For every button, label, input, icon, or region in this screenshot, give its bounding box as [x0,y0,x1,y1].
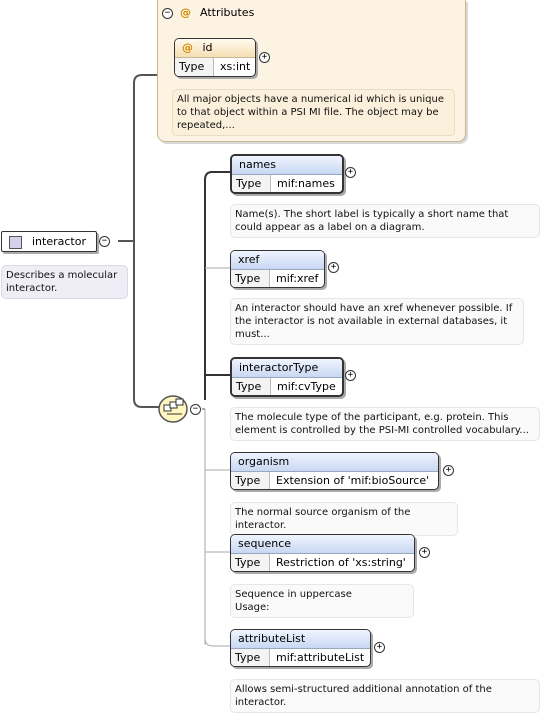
element-sequence-type-label: Type [231,554,270,571]
root-doc: Describes a molecular interactor. [1,265,128,299]
collapse-sequence-icon[interactable]: − [190,404,201,415]
attribute-id-name: id [202,41,213,54]
element-sequence-doc: Sequence in uppercase Usage: [230,584,414,618]
element-names-label: names [239,158,276,171]
element-interactortype-type-label: Type [232,378,271,395]
expand-xref-icon[interactable]: + [328,262,339,273]
element-organism-type: Extension of 'mif:bioSource' [276,474,430,487]
sequence-compositor-icon[interactable] [158,395,188,423]
element-xref-doc: An interactor should have an xref whenev… [230,298,524,345]
expand-names-icon[interactable]: + [345,167,356,178]
element-sequence[interactable]: sequence Type Restriction of 'xs:string' [230,534,415,572]
root-name: interactor [32,235,86,248]
attribute-id-type-label: Type [175,58,214,76]
attribute-id-type: xs:int [220,60,251,73]
element-xref-type-label: Type [231,270,270,287]
expand-sequence-icon[interactable]: + [419,547,430,558]
element-xref-label: xref [238,253,260,266]
attributes-group: − @ Attributes @ id Type xs:int + All maj… [157,0,466,142]
element-attributelist-type: mif:attributeList [276,651,365,664]
element-attributelist-type-label: Type [231,649,270,666]
element-xref-type: mif:xref [276,272,319,285]
attribute-at-icon: @ [180,6,191,19]
element-organism-type-label: Type [231,472,270,489]
element-interactortype-type: mif:cvType [277,380,336,393]
collapse-root-icon[interactable]: − [99,236,110,247]
element-attributelist-doc: Allows semi-structured additional annota… [230,679,540,713]
element-interactortype[interactable]: interactorType Type mif:cvType [230,357,344,397]
element-names[interactable]: names Type mif:names [230,154,344,194]
expand-organism-icon[interactable]: + [443,465,454,476]
attributes-title: Attributes [200,6,255,19]
element-sequence-type: Restriction of 'xs:string' [276,556,406,569]
element-organism[interactable]: organism Type Extension of 'mif:bioSource… [230,452,439,490]
element-attributelist-label: attributeList [238,632,306,645]
element-interactortype-doc: The molecule type of the participant, e.… [230,407,540,441]
element-icon [9,236,22,249]
collapse-attributes-icon[interactable]: − [162,8,173,19]
element-names-type-label: Type [232,175,271,192]
element-names-doc: Name(s). The short label is typically a … [230,204,540,238]
root-interactor-box[interactable]: interactor [1,231,97,252]
element-attributelist[interactable]: attributeList Type mif:attributeList [230,629,371,667]
attribute-id-box[interactable]: @ id Type xs:int [174,38,256,77]
element-sequence-label: sequence [238,537,292,550]
element-xref[interactable]: xref Type mif:xref [230,250,325,288]
expand-attributelist-icon[interactable]: + [374,642,385,653]
attribute-id-at-icon: @ [182,41,193,54]
element-organism-doc: The normal source organism of the intera… [230,502,458,536]
element-organism-label: organism [238,455,290,468]
element-names-type: mif:names [277,177,335,190]
expand-interactortype-icon[interactable]: + [345,370,356,381]
element-interactortype-label: interactorType [239,361,319,374]
attributes-doc: All major objects have a numerical id wh… [172,89,455,136]
expand-id-icon[interactable]: + [259,52,270,63]
